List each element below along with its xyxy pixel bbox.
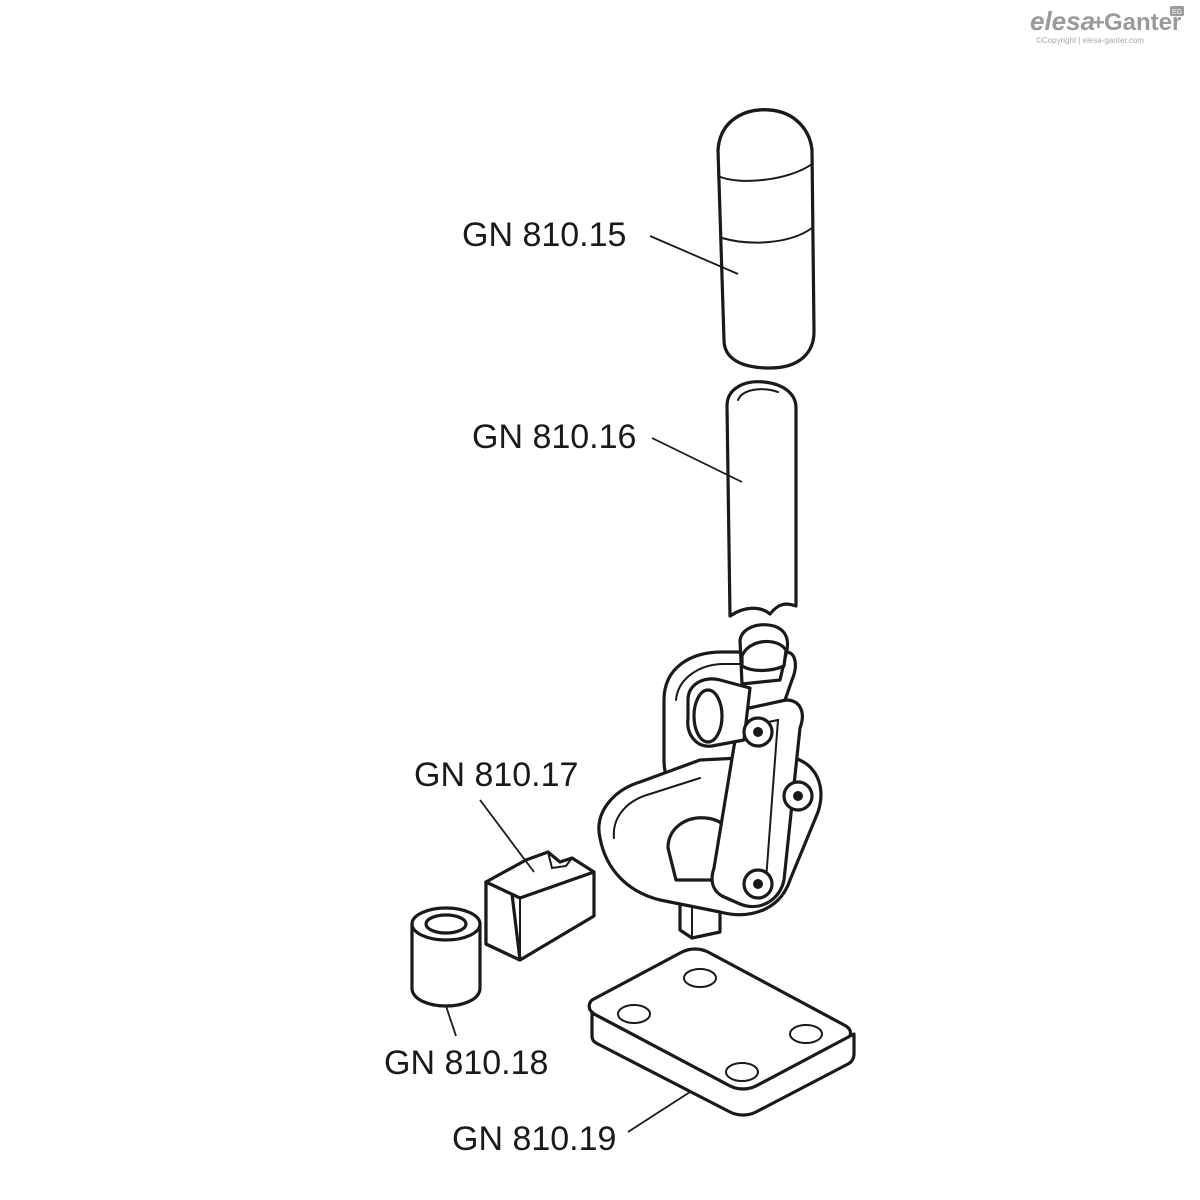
logo-badge: EG: [1172, 9, 1182, 16]
logo-badge-icon: [1170, 6, 1184, 16]
leader-gn-810-16: [651, 437, 743, 483]
leader-gn-810-15: [649, 235, 739, 275]
part-labels: GN 810.15 GN 810.16 GN 810.17 GN 810.18 …: [384, 216, 636, 1158]
base-plate: [587, 947, 856, 1117]
lever-arm: [725, 380, 798, 618]
logo-copyright: ©Copyright | elesa-ganter.com: [1036, 36, 1144, 45]
leader-lines: [445, 235, 743, 1133]
logo-plus: +: [1092, 10, 1105, 35]
label-gn-810-17: GN 810.17: [414, 756, 578, 794]
leader-gn-810-17: [479, 799, 535, 873]
logo-brand-right: Ganter: [1104, 9, 1181, 36]
brand-logo: elesa + Ganter EG ©Copyright | elesa-gan…: [1030, 6, 1184, 45]
leader-gn-810-18: [445, 1005, 457, 1037]
leader-gn-810-19: [627, 1091, 691, 1133]
toggle-clamp-body: [597, 623, 823, 940]
label-gn-810-16: GN 810.16: [472, 418, 636, 456]
handle-knob: [716, 108, 816, 370]
sleeve: [410, 906, 482, 1008]
spacer-block: [484, 850, 596, 962]
logo-brand-left: elesa: [1030, 6, 1095, 36]
label-gn-810-19: GN 810.19: [452, 1120, 616, 1158]
label-gn-810-15: GN 810.15: [462, 216, 626, 254]
label-gn-810-18: GN 810.18: [384, 1044, 548, 1082]
